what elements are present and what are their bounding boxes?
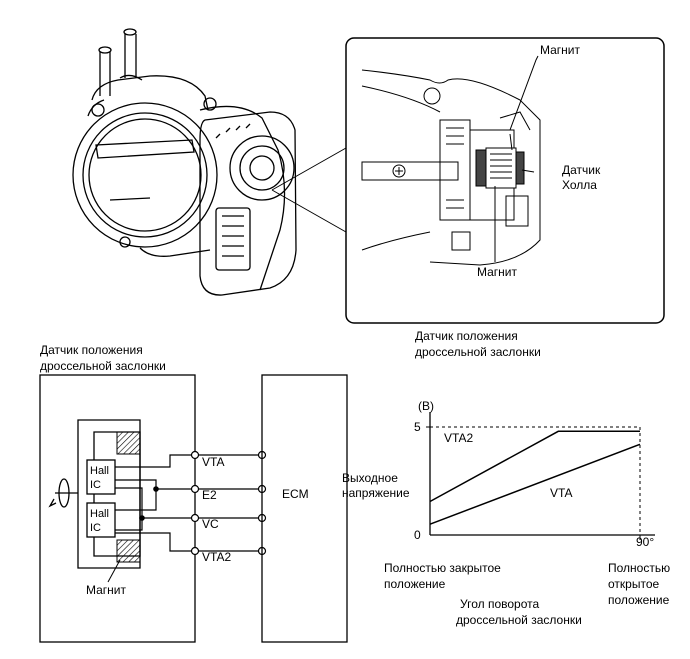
- circuit-title-line2: дроссельной заслонки: [40, 359, 166, 373]
- chart-panel-label: (B): [418, 399, 434, 413]
- terminal-label-e2: E2: [202, 488, 217, 502]
- x-end-label-line2: открытое: [608, 577, 659, 591]
- ecm-label: ECM: [282, 487, 309, 501]
- inset-labels: Магнит Датчик Холла Магнит: [477, 43, 601, 279]
- circuit-magnet-label: Магнит: [86, 583, 127, 597]
- y-axis-label-line2: напряжение: [342, 486, 410, 500]
- hall-ic-bottom-line2: IC: [90, 522, 101, 534]
- x-end-label-line3: положение: [608, 593, 670, 607]
- inset-magnet-top-label: Магнит: [540, 43, 581, 57]
- internal-wiring: [115, 454, 262, 552]
- inset-caption-line1: Датчик положения: [415, 329, 518, 343]
- terminal-vc-sensor: [190, 513, 200, 523]
- series-line-vta2: [429, 430, 640, 503]
- hall-ic-bottom-line1: Hall: [90, 508, 109, 520]
- terminal-e2-sensor: [190, 484, 200, 494]
- series-line-vta: [429, 443, 641, 525]
- x-tick-label-90: 90°: [636, 535, 654, 549]
- ecm-box: ECM: [261, 374, 348, 643]
- hall-ic-bottom: Hall IC: [86, 502, 116, 538]
- magnet-leader-line: [107, 559, 121, 583]
- x-end-label-line1: Полностью: [608, 561, 670, 575]
- voltage-chart: (B) VTA2 VTA 5 0 90° Выходное напряжение…: [342, 399, 670, 627]
- series-label-vta: VTA: [550, 486, 572, 500]
- inset-magnet-bottom-label: Магнит: [477, 265, 518, 279]
- x-axis-label-line2: дроссельной заслонки: [456, 613, 582, 627]
- hall-ic-top-line1: Hall: [90, 465, 109, 477]
- magnet-block-top: [116, 431, 141, 455]
- magnet-blocks: [116, 431, 141, 563]
- y-tick-label-0: 0: [414, 528, 421, 542]
- terminal-label-vc: VC: [202, 517, 219, 531]
- y-axis-label-line1: Выходное: [342, 471, 398, 485]
- series-label-vta2: VTA2: [444, 431, 473, 445]
- terminal-vta-sensor: [190, 450, 200, 460]
- terminal-vta2-sensor: [190, 546, 200, 556]
- hall-ic-top-line2: IC: [90, 479, 101, 491]
- inset-hall-sensor-label-line1: Датчик: [562, 163, 601, 177]
- junction-dots: [139, 486, 159, 521]
- hall-ic-top: Hall IC: [86, 459, 116, 495]
- x-axis-label-line1: Угол поворота: [460, 597, 539, 611]
- sensor-box: [39, 374, 196, 643]
- inset-hall-sensor-label-line2: Холла: [562, 178, 597, 192]
- throttle-body-illustration: [72, 28, 347, 296]
- terminal-labels: VTA E2 VC VTA2: [202, 455, 231, 564]
- circuit-title-line1: Датчик положения: [40, 343, 143, 357]
- magnet-block-bottom: [116, 539, 141, 563]
- inset-caption-line2: дроссельной заслонки: [415, 345, 541, 359]
- x-start-label-line1: Полностью закрытое: [384, 561, 501, 575]
- terminal-label-vta2: VTA2: [202, 550, 231, 564]
- x-start-label-line2: положение: [384, 577, 446, 591]
- y-tick-label-5: 5: [414, 420, 421, 434]
- terminal-label-vta: VTA: [202, 455, 224, 469]
- inset-mechanism-drawing: [361, 55, 541, 266]
